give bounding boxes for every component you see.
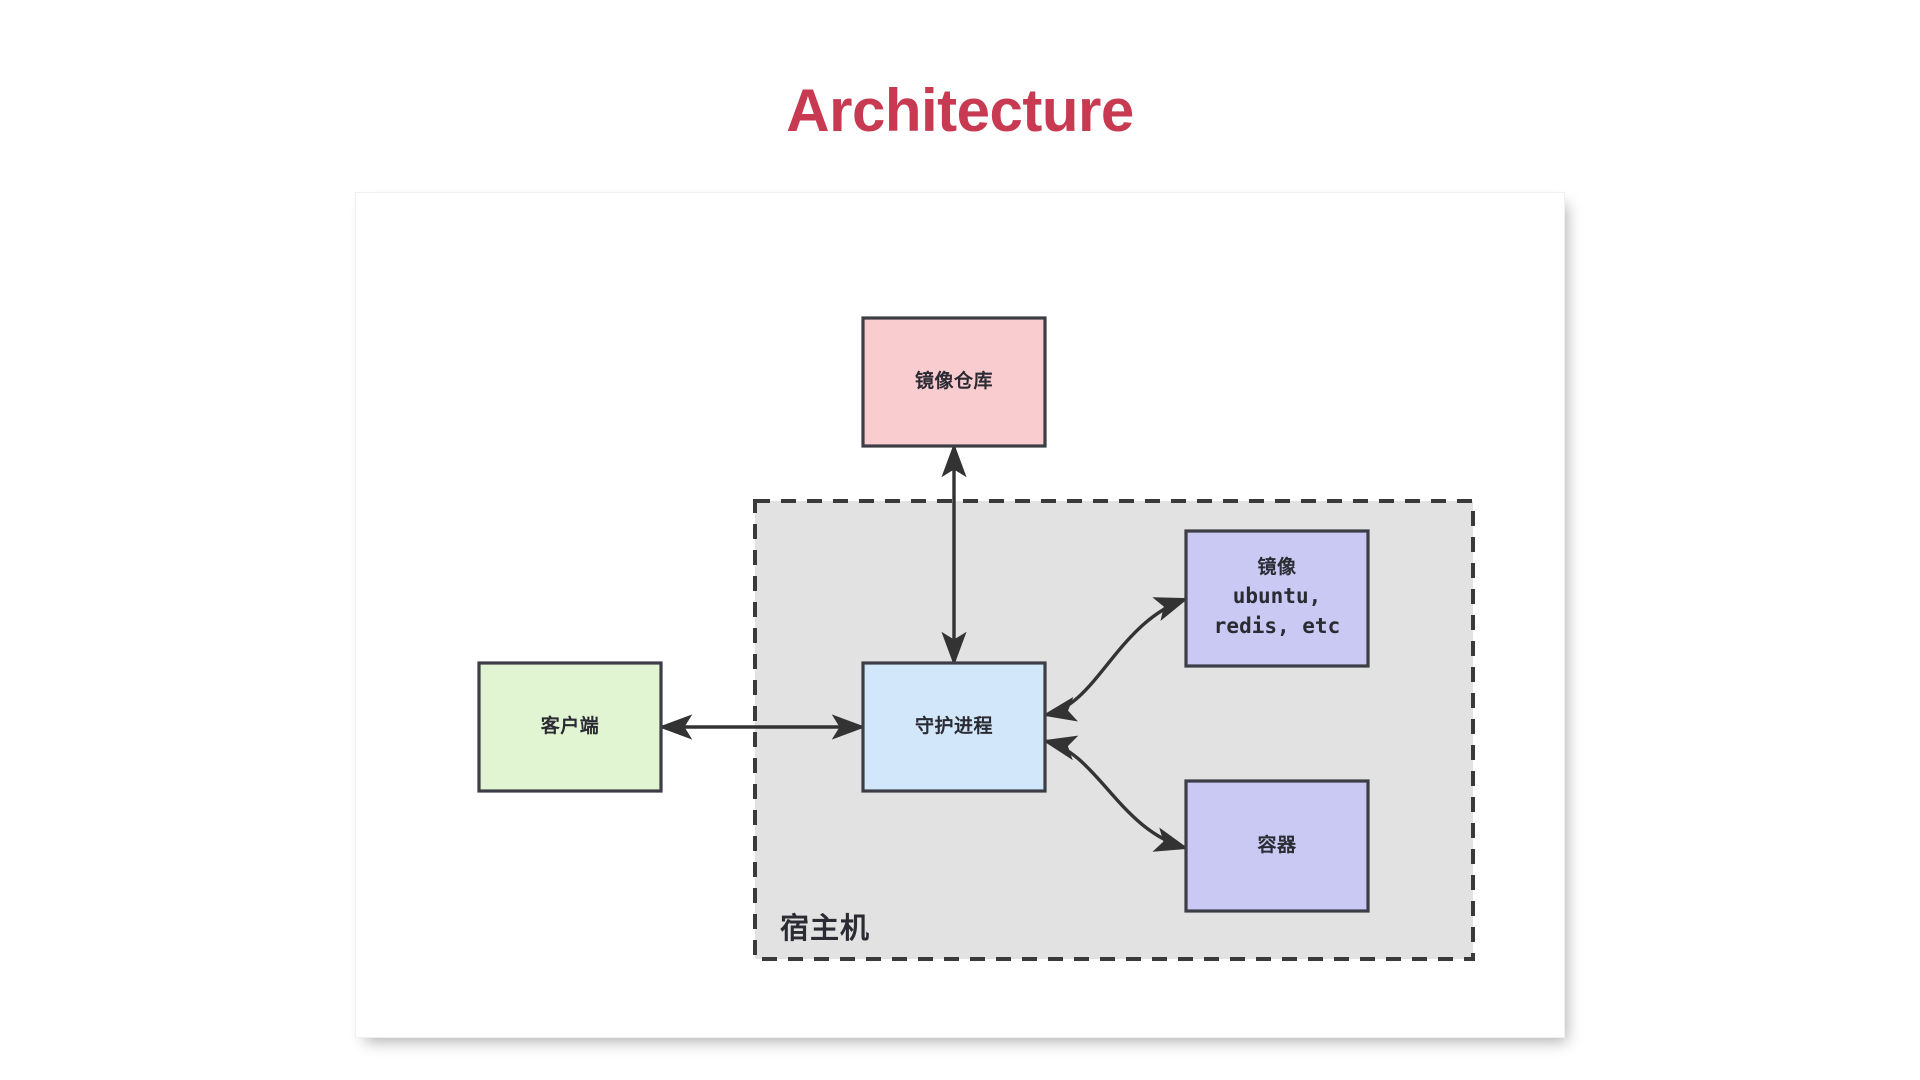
node-box-daemon[interactable] — [861, 661, 1047, 793]
host-group-caption: 宿主机 — [780, 913, 871, 945]
architecture-diagram — [477, 316, 1475, 961]
page-title: Architecture — [786, 77, 1134, 144]
edge-daemon-images — [1042, 597, 1189, 722]
diagram-card: 镜像仓库 客户端 守护进程 镜像 ubuntu, redis, etc 容器 宿… — [355, 192, 1565, 1038]
node-box-containers[interactable] — [1184, 779, 1370, 913]
edge-daemon-containers — [1042, 735, 1189, 852]
node-box-images[interactable] — [1184, 529, 1370, 668]
node-box-registry[interactable] — [861, 316, 1047, 448]
node-box-client[interactable] — [477, 661, 663, 793]
